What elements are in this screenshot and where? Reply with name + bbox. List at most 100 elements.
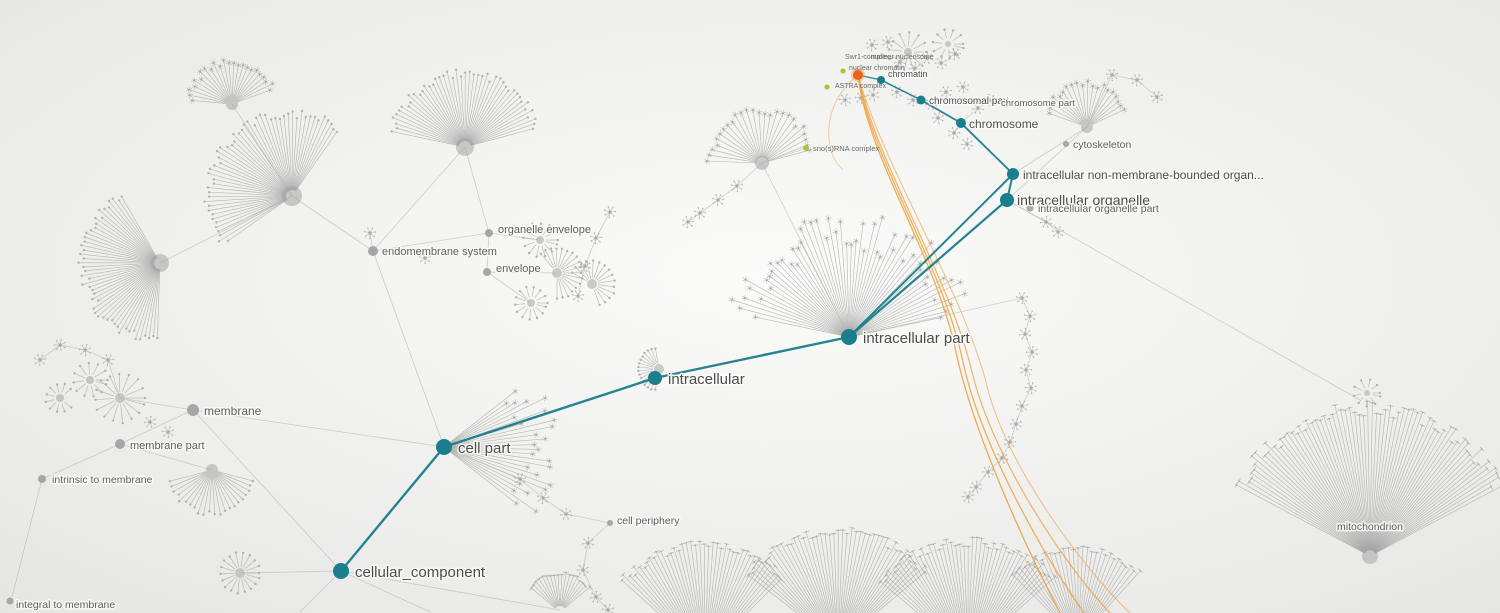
node-label-chromosome[interactable]: chromosome — [968, 116, 1041, 133]
cluster-fan — [185, 57, 276, 110]
term-label[interactable]: organelle envelope — [497, 223, 593, 238]
term-node-burst — [576, 563, 589, 577]
term-node[interactable] — [187, 404, 199, 416]
term-node[interactable] — [485, 229, 493, 237]
term-node[interactable] — [368, 246, 378, 256]
term-label[interactable]: intrinsic to membrane — [51, 473, 155, 488]
term-label[interactable]: integral to membrane — [15, 598, 117, 613]
term-label-small: nuclear nucleosome — [871, 54, 934, 61]
node-label-intracellular_organelle[interactable]: intracellular organelle — [1016, 191, 1152, 210]
path-node-intracellular_organelle[interactable] — [1000, 193, 1014, 207]
graph-edge — [848, 297, 1023, 338]
graph-edge — [41, 443, 121, 480]
graph-edge — [577, 265, 586, 297]
term-label[interactable]: intracellular organelle part — [1037, 202, 1161, 217]
path-node-cellular_component[interactable] — [333, 563, 349, 579]
term-node-burst — [1023, 310, 1037, 323]
path-node-intracellular[interactable] — [648, 371, 662, 385]
cluster-fan — [1046, 78, 1128, 133]
graph-edge — [717, 185, 738, 201]
selected-term-node[interactable] — [853, 70, 863, 80]
term-label[interactable]: mitochondrion — [1336, 520, 1405, 535]
term-node[interactable] — [607, 520, 613, 526]
term-label-small: ASTRA complex — [835, 83, 886, 90]
term-label[interactable]: envelope — [495, 262, 543, 277]
cluster-fan — [931, 28, 965, 60]
term-node-burst — [934, 56, 947, 70]
graph-edge — [987, 457, 1003, 473]
path-node-cell_part[interactable] — [436, 439, 452, 455]
graph-edge — [486, 232, 490, 273]
term-label[interactable]: cytoskeleton — [1072, 138, 1134, 153]
term-node-burst — [949, 47, 962, 61]
term-node-burst — [78, 343, 91, 357]
term-node-burst — [939, 86, 953, 99]
path-node-intracellular_nmb_organelle[interactable] — [1007, 168, 1019, 180]
term-node[interactable] — [991, 99, 997, 105]
node-label-intracellular_part[interactable]: intracellular part — [862, 329, 973, 349]
node-label-chromatin[interactable]: chromatin — [887, 68, 930, 81]
node-label-cellular_component[interactable]: cellular_component — [354, 563, 488, 583]
term-node-burst — [581, 536, 595, 549]
term-node-burst — [693, 207, 707, 220]
path-edge-intracellular_part--intracellular_nmb_organelle — [848, 173, 1014, 338]
term-label-small: nuclear chromatin — [849, 65, 905, 72]
graph-edge — [1111, 74, 1138, 81]
graph-edge — [761, 147, 807, 164]
term-node-burst — [730, 180, 744, 193]
term-node-burst — [1025, 345, 1038, 359]
graph-edge — [119, 409, 194, 445]
term-label[interactable]: cell periphery — [616, 514, 682, 529]
cluster-fan — [168, 464, 255, 517]
graph-edge — [107, 359, 121, 399]
node-label-chromosomal_part[interactable]: chromosomal part — [928, 95, 1011, 109]
term-label[interactable]: membrane part — [129, 439, 207, 454]
graph-edge — [299, 570, 342, 613]
term-label[interactable]: endomembrane system — [381, 245, 499, 260]
cluster-fan — [203, 109, 339, 243]
cluster-fan — [448, 387, 558, 515]
term-node-burst — [931, 111, 944, 125]
term-node[interactable] — [38, 475, 46, 483]
graph-edge — [565, 513, 611, 524]
term-node-burst — [956, 80, 969, 94]
graph-edge — [542, 497, 567, 515]
cluster-fan — [522, 222, 560, 258]
term-node-burst — [908, 61, 922, 74]
cluster-fan — [390, 68, 537, 156]
graph-edge — [1025, 369, 1032, 389]
term-node-burst — [1015, 400, 1029, 413]
term-label[interactable]: chromosome part — [1000, 97, 1077, 111]
node-label-intracellular[interactable]: intracellular — [667, 370, 747, 390]
term-node[interactable] — [483, 268, 491, 276]
cluster-fan — [94, 372, 147, 425]
graph-edge — [372, 250, 445, 448]
path-edge-cell_part--intracellular — [443, 376, 656, 449]
graph-edge — [372, 146, 466, 252]
cluster-layer — [44, 28, 1500, 613]
relation-edge-orange — [828, 74, 859, 171]
path-node-chromatin[interactable] — [877, 76, 885, 84]
highlighted-term-node-green[interactable] — [803, 145, 809, 151]
term-node[interactable] — [1063, 141, 1069, 147]
highlighted-term-node-green[interactable] — [824, 84, 830, 90]
term-node-burst — [981, 465, 994, 479]
cluster-fan — [219, 551, 261, 595]
term-node[interactable] — [1026, 204, 1034, 212]
path-node-intracellular_part[interactable] — [841, 329, 857, 345]
path-node-chromosome[interactable] — [956, 118, 966, 128]
term-node[interactable] — [115, 439, 125, 449]
node-label-intracellular_nmb_organelle[interactable]: intracellular non-membrane-bounded organ… — [1022, 167, 1266, 184]
cluster-fan — [878, 536, 1058, 613]
graph-edge — [464, 146, 490, 234]
path-edge-intracellular_part--intracellular_organelle — [848, 199, 1008, 338]
term-node-burst — [882, 35, 895, 49]
cluster-fan — [619, 540, 784, 613]
term-node[interactable] — [6, 597, 14, 605]
path-node-chromosomal_part[interactable] — [916, 95, 926, 105]
path-edge-chromosomal_part--chromatin — [880, 79, 922, 101]
highlighted-term-node-green[interactable] — [840, 68, 846, 74]
term-label[interactable]: membrane — [203, 403, 264, 420]
node-label-cell_part[interactable]: cell part — [457, 439, 513, 459]
